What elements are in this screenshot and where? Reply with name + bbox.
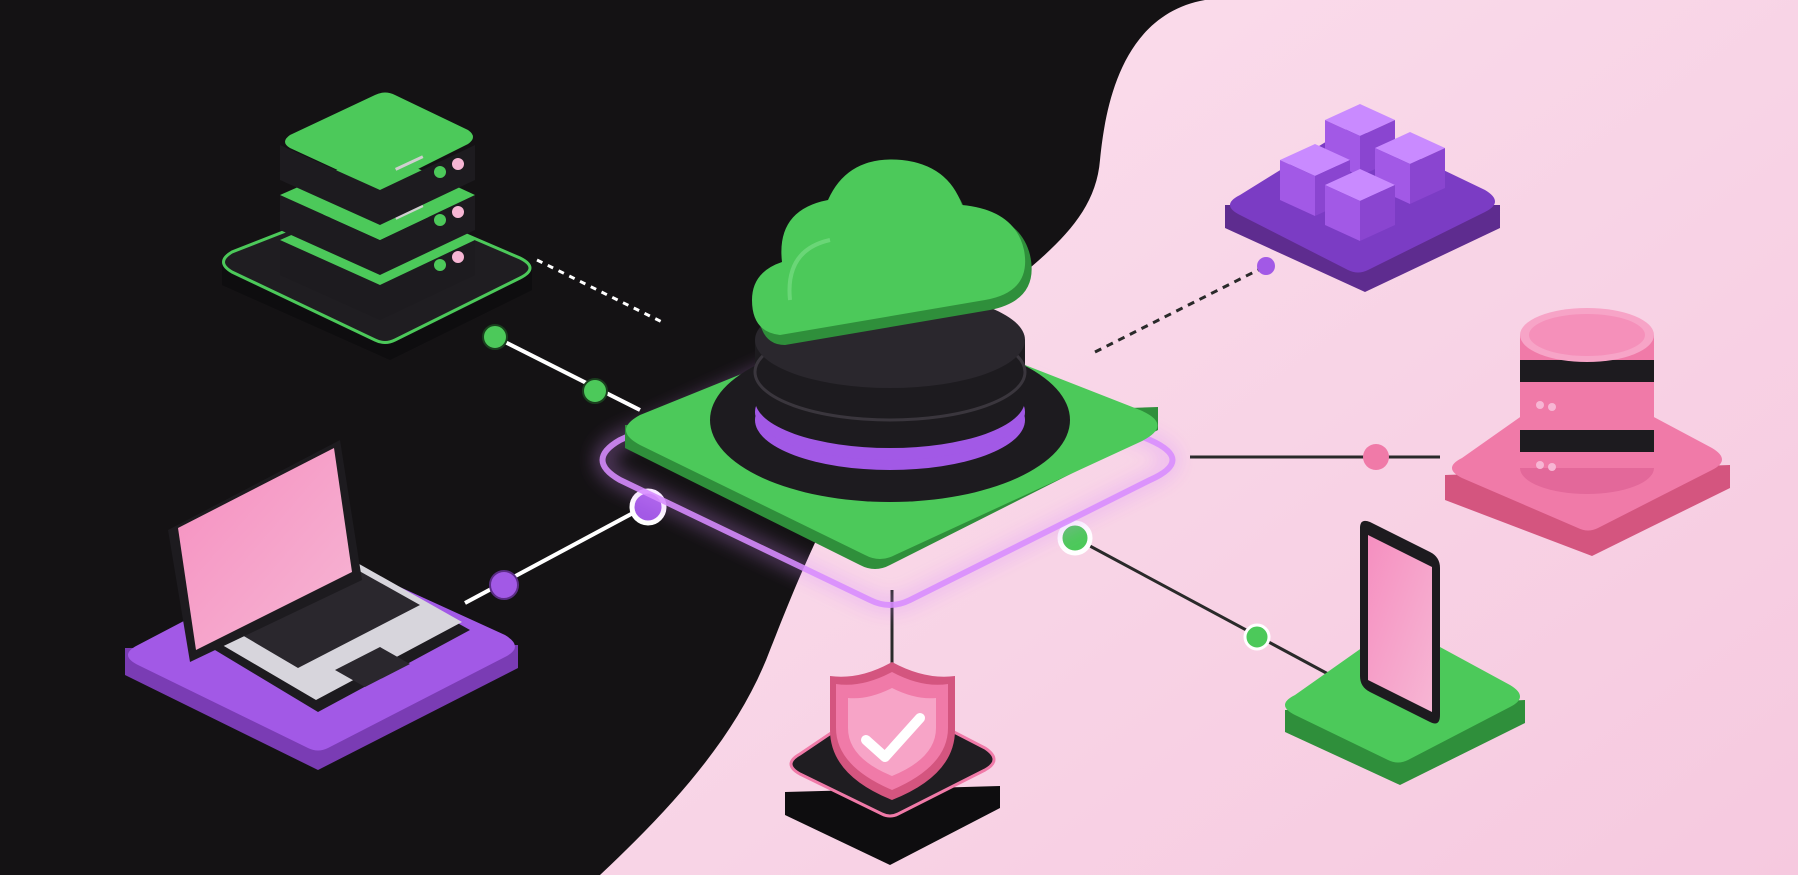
keyboard: [225, 563, 420, 668]
shield-check-icon: [830, 662, 955, 800]
dot-phone: [1243, 623, 1271, 651]
cubes-icon: [1280, 104, 1445, 241]
blocks: [1225, 104, 1500, 292]
dot-database: [1363, 444, 1389, 470]
smartphone-icon: [1360, 520, 1440, 724]
laptop: [125, 440, 518, 770]
dot-blocks: [1257, 257, 1275, 275]
link-hub-phone: [1074, 536, 1331, 677]
server-stack: [222, 92, 532, 360]
dot-server: [482, 324, 508, 350]
dot-server-hub: [582, 378, 608, 404]
phone-screen: [1368, 535, 1432, 712]
security-shield: [785, 662, 1000, 865]
connection-dots: [482, 257, 1389, 651]
laptop-icon: [168, 440, 470, 712]
dot-hub-right: [1057, 520, 1093, 556]
laptop-screen: [178, 448, 352, 650]
link-hub-blocks: [1094, 263, 1269, 354]
dot-laptop: [489, 570, 519, 600]
db-band-1: [1520, 360, 1654, 382]
smartphone: [1285, 520, 1525, 785]
server-unit-1: [280, 92, 475, 225]
link-hub-server: [494, 335, 641, 412]
check-mark: [861, 713, 925, 762]
cloud-icon: [752, 159, 1032, 345]
database-icon: [1520, 308, 1654, 494]
cube-front: [1325, 169, 1395, 241]
database: [1445, 308, 1730, 556]
cloud-hub: [599, 159, 1176, 608]
shield-platform-side: [785, 786, 1000, 865]
db-band-2: [1520, 430, 1654, 452]
touchpad: [335, 647, 410, 687]
